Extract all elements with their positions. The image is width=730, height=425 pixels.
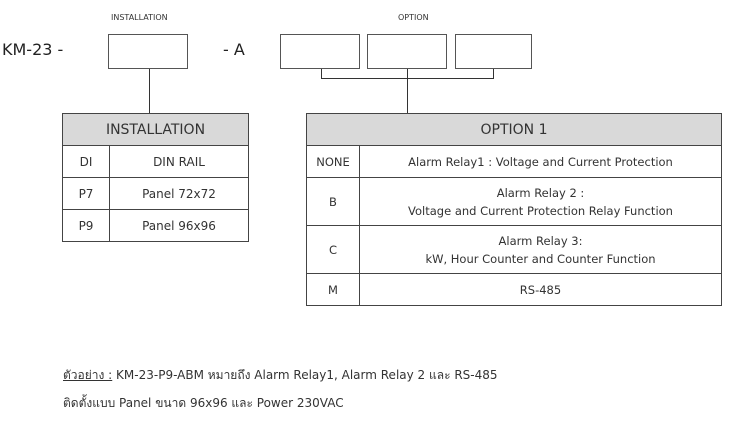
option-desc-line2: kW, Hour Counter and Counter Function <box>425 251 656 266</box>
option-code: B <box>306 177 360 226</box>
table-row: M RS-485 <box>306 273 722 306</box>
option-caption: OPTION <box>398 13 429 22</box>
installation-code: DI <box>62 145 110 178</box>
option-code-box-2 <box>367 34 447 69</box>
model-prefix: KM-23 - <box>2 40 64 59</box>
option-desc: Alarm Relay1 : Voltage and Current Prote… <box>359 145 722 178</box>
installation-code-box <box>108 34 188 69</box>
installation-desc: Panel 72x72 <box>109 177 249 210</box>
option-table: OPTION 1 NONE Alarm Relay1 : Voltage and… <box>306 113 722 306</box>
installation-desc: Panel 96x96 <box>109 209 249 242</box>
option-bracket-right <box>493 69 494 79</box>
option-bracket-left <box>321 69 322 79</box>
option-desc: Alarm Relay 3: kW, Hour Counter and Coun… <box>359 225 722 274</box>
installation-code: P9 <box>62 209 110 242</box>
option-bracket-mid <box>407 69 408 79</box>
option-code-box-1 <box>280 34 360 69</box>
option-code: NONE <box>306 145 360 178</box>
example-label: ตัวอย่าง : <box>63 368 113 382</box>
option-desc: Alarm Relay 2 : Voltage and Current Prot… <box>359 177 722 226</box>
example-text: KM-23-P9-ABM หมายถึง Alarm Relay1, Alarm… <box>112 368 498 382</box>
option-table-header: OPTION 1 <box>306 113 722 146</box>
option-desc: RS-485 <box>359 273 722 306</box>
installation-connector <box>149 69 150 113</box>
table-row: B Alarm Relay 2 : Voltage and Current Pr… <box>306 177 722 226</box>
option-desc-line2: Voltage and Current Protection Relay Fun… <box>408 203 673 218</box>
installation-code: P7 <box>62 177 110 210</box>
example-line-1: ตัวอย่าง : KM-23-P9-ABM หมายถึง Alarm Re… <box>63 366 498 385</box>
option-desc-line1: Alarm Relay 3: <box>498 233 583 248</box>
installation-desc: DIN RAIL <box>109 145 249 178</box>
table-row: C Alarm Relay 3: kW, Hour Counter and Co… <box>306 225 722 274</box>
table-row: NONE Alarm Relay1 : Voltage and Current … <box>306 145 722 178</box>
option-code: C <box>306 225 360 274</box>
option-code: M <box>306 273 360 306</box>
table-row: P7 Panel 72x72 <box>62 177 249 210</box>
example-line-2: ติดตั้งแบบ Panel ขนาด 96x96 และ Power 23… <box>63 396 344 410</box>
option-code-box-3 <box>455 34 532 69</box>
installation-table: INSTALLATION DI DIN RAIL P7 Panel 72x72 … <box>62 113 249 242</box>
option-desc-line1: Alarm Relay 2 : <box>496 185 585 200</box>
installation-caption: INSTALLATION <box>111 13 168 22</box>
table-row: DI DIN RAIL <box>62 145 249 178</box>
option-connector <box>407 78 408 113</box>
model-suffix: - A <box>223 40 245 59</box>
table-row: P9 Panel 96x96 <box>62 209 249 242</box>
installation-table-header: INSTALLATION <box>62 113 249 146</box>
